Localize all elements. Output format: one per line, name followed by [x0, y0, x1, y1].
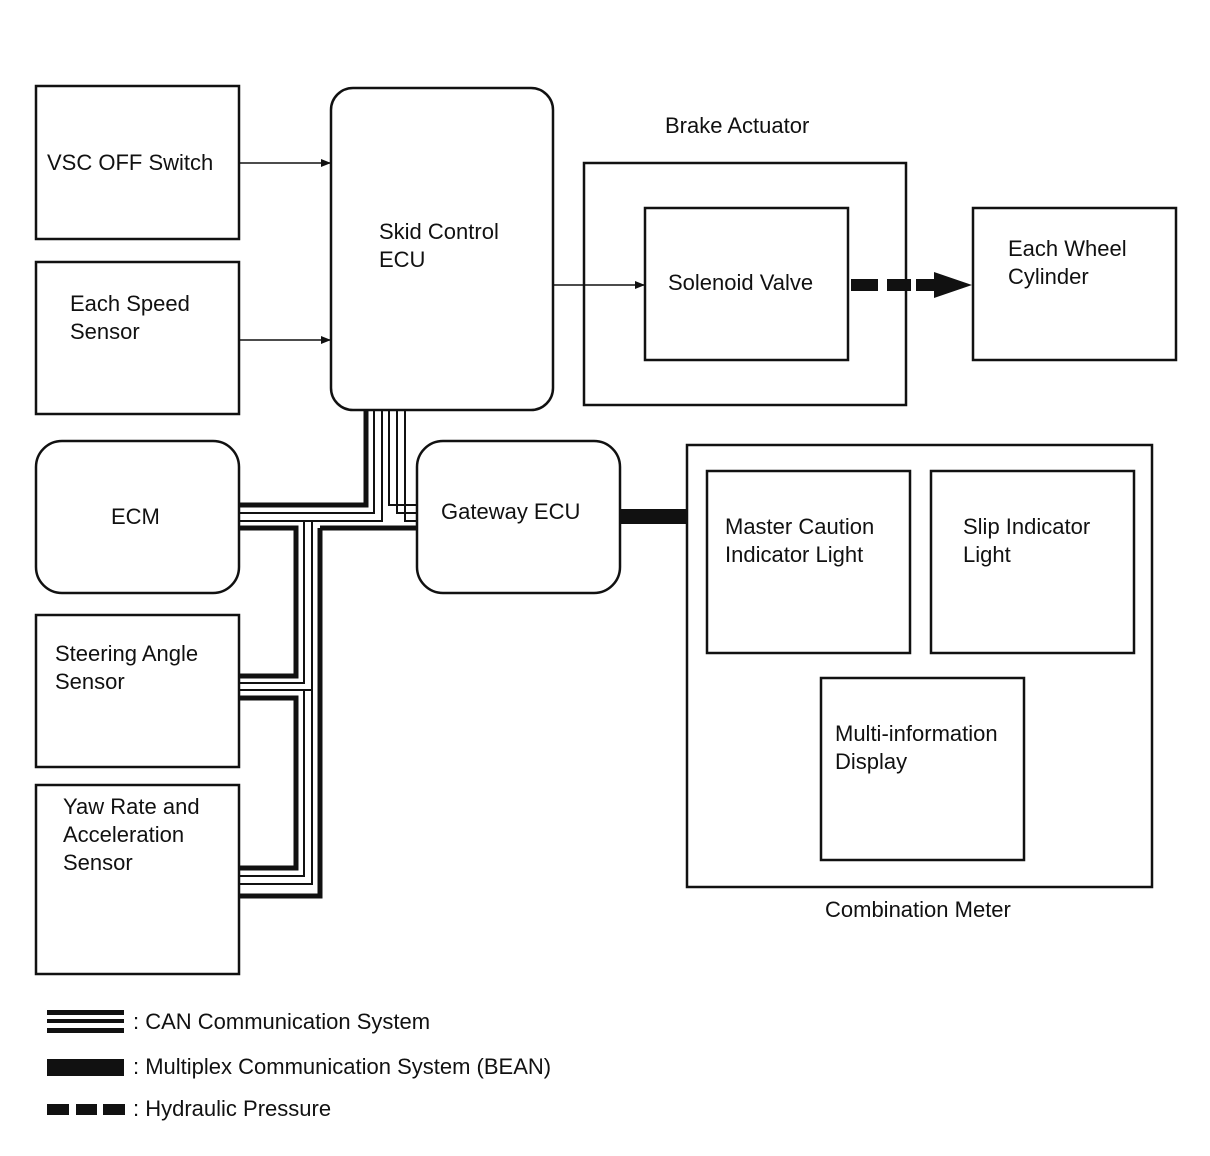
hydraulic-pressure-line — [851, 272, 972, 298]
master-caution-box — [705, 469, 912, 655]
combination-meter-box — [685, 443, 1154, 889]
gateway-ecu-label: Gateway ECU — [441, 499, 581, 524]
each-wheel-cylinder-box — [971, 206, 1178, 362]
multi-info-display-box — [819, 676, 1026, 862]
legend-can-label: : CAN Communication System — [133, 1009, 431, 1034]
legend-hydraulic-symbol — [47, 1104, 125, 1115]
ecm-box — [34, 439, 241, 595]
skid-control-ecu-box — [329, 86, 555, 412]
combination-meter-label: Combination Meter — [825, 897, 1011, 922]
slip-indicator-box — [929, 469, 1136, 655]
each-speed-sensor-label: Each Speed Sensor — [70, 291, 190, 344]
legend-hydraulic-label: : Hydraulic Pressure — [133, 1096, 332, 1121]
legend-can-symbol — [47, 1010, 124, 1033]
vsc-off-switch-label: VSC OFF Switch — [47, 150, 214, 175]
brake-actuator-label: Brake Actuator — [665, 113, 810, 138]
ecm-label: ECM — [111, 504, 160, 529]
yaw-rate-sensor-box — [34, 783, 241, 976]
skid-control-ecu-label: Skid Control ECU — [379, 219, 499, 272]
each-speed-sensor-box — [34, 260, 241, 416]
slip-indicator-label: Slip Indicator Light — [963, 514, 1091, 567]
master-caution-label: Master Caution Indicator Light — [725, 514, 875, 567]
solenoid-valve-box — [643, 206, 850, 362]
each-wheel-cylinder-label: Each Wheel Cylinder — [1008, 236, 1127, 289]
can-bus — [239, 410, 417, 899]
legend-bean-label: : Multiplex Communication System (BEAN) — [133, 1054, 552, 1079]
legend-bean-symbol — [47, 1059, 124, 1076]
solenoid-valve-label: Solenoid Valve — [668, 270, 814, 295]
bean-line — [620, 509, 687, 524]
multi-info-display-label: Multi-information Display — [835, 721, 998, 774]
yaw-rate-sensor-label: Yaw Rate and Acceleration Sensor — [63, 794, 200, 875]
steering-angle-sensor-label: Steering Angle Sensor — [55, 641, 199, 694]
